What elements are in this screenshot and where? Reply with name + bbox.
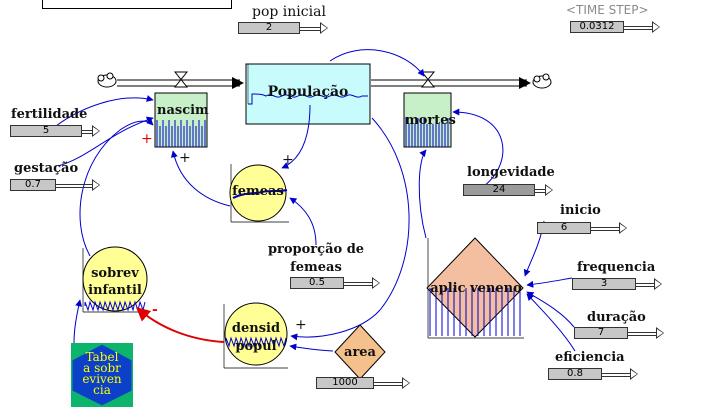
densid-label-2: popul bbox=[235, 339, 277, 354]
time-step-label: <TIME STEP> bbox=[566, 3, 649, 17]
frequencia-label: frequencia bbox=[577, 260, 656, 275]
pop-inicial-label: pop inicial bbox=[252, 4, 326, 20]
femeas-label: femeas bbox=[232, 184, 284, 199]
sobrev-label-1: sobrev bbox=[91, 266, 139, 281]
duracao-slider[interactable]: 7 bbox=[574, 327, 664, 339]
area-label: area bbox=[344, 345, 376, 360]
populacao-label: População bbox=[267, 84, 349, 100]
area-value[interactable]: 1000 bbox=[316, 377, 374, 389]
area-slider[interactable]: 1000 bbox=[316, 377, 412, 389]
sobrev-label-2: infantil bbox=[88, 283, 142, 298]
polarity-plus-red: + bbox=[141, 131, 153, 147]
duracao-label: duração bbox=[587, 310, 646, 325]
proporcao-femeas-slider[interactable]: 0.5 bbox=[290, 277, 380, 289]
longevidade-slider[interactable]: 24 bbox=[463, 184, 553, 196]
proporcao-label-2: femeas bbox=[290, 260, 342, 275]
source-cloud-icon bbox=[97, 72, 117, 88]
valve-nascim-icon bbox=[173, 71, 189, 88]
inicio-value[interactable]: 6 bbox=[537, 222, 591, 234]
aplic-veneno-label: aplic veneno bbox=[430, 281, 522, 296]
inicio-slider[interactable]: 6 bbox=[537, 222, 627, 234]
gestacao-label: gestação bbox=[14, 161, 79, 176]
aplic-veneno-aux[interactable] bbox=[426, 237, 524, 339]
top-frame bbox=[42, 0, 232, 9]
nascim-label: nascim bbox=[157, 103, 209, 118]
pop-inicial-slider[interactable]: 2 bbox=[238, 22, 328, 34]
longevidade-value[interactable]: 24 bbox=[463, 184, 535, 196]
eficiencia-label: eficiencia bbox=[555, 350, 625, 365]
tabela-sobrevivencia-lookup[interactable] bbox=[71, 343, 133, 407]
time-step-value[interactable]: 0.0312 bbox=[570, 21, 624, 33]
populacao-stock[interactable] bbox=[245, 63, 371, 125]
sobrev-infantil-aux[interactable] bbox=[82, 246, 148, 313]
tabela-line-2: a sobr bbox=[83, 361, 121, 375]
eficiencia-slider[interactable]: 0.8 bbox=[548, 368, 638, 380]
fertilidade-label: fertilidade bbox=[11, 107, 88, 122]
polarity-plus-femeas: + bbox=[179, 150, 191, 166]
femeas-aux[interactable] bbox=[229, 164, 289, 223]
gestacao-value[interactable]: 0.7 bbox=[10, 179, 56, 191]
inicio-label: inicio bbox=[560, 203, 601, 218]
polarity-plus-populacao: + bbox=[282, 152, 294, 168]
tabela-line-1: Tabel bbox=[85, 350, 119, 364]
sink-cloud-icon bbox=[532, 73, 552, 89]
nascim-flow[interactable] bbox=[154, 92, 208, 148]
fertilidade-value[interactable]: 5 bbox=[10, 125, 82, 137]
mortes-flow[interactable] bbox=[403, 92, 452, 148]
pop-inicial-value[interactable]: 2 bbox=[238, 22, 300, 34]
densid-popul-aux[interactable] bbox=[223, 302, 288, 369]
tabela-line-4: cia bbox=[93, 383, 111, 397]
duracao-value[interactable]: 7 bbox=[574, 327, 628, 339]
proporcao-femeas-value[interactable]: 0.5 bbox=[290, 277, 344, 289]
gestacao-slider[interactable]: 0.7 bbox=[10, 179, 100, 191]
tabela-label: Tabel a sobr eviven cia bbox=[72, 350, 132, 397]
densid-label-1: densid bbox=[231, 321, 281, 336]
outflow-pipe bbox=[371, 77, 531, 89]
mortes-label: mortes bbox=[405, 113, 456, 128]
frequencia-slider[interactable]: 3 bbox=[572, 278, 662, 290]
polarity-plus-densid: + bbox=[295, 317, 307, 333]
longevidade-label: longevidade bbox=[467, 165, 555, 180]
fertilidade-slider[interactable]: 5 bbox=[10, 125, 100, 137]
frequencia-value[interactable]: 3 bbox=[572, 278, 636, 290]
proporcao-label-1: proporção de bbox=[267, 242, 365, 257]
eficiencia-value[interactable]: 0.8 bbox=[548, 368, 602, 380]
valve-mortes-icon bbox=[420, 71, 436, 88]
time-step-slider[interactable]: 0.0312 bbox=[570, 21, 660, 33]
polarity-minus: - bbox=[152, 302, 158, 318]
negative-link bbox=[135, 307, 225, 343]
tabela-line-3: eviven bbox=[82, 372, 122, 386]
